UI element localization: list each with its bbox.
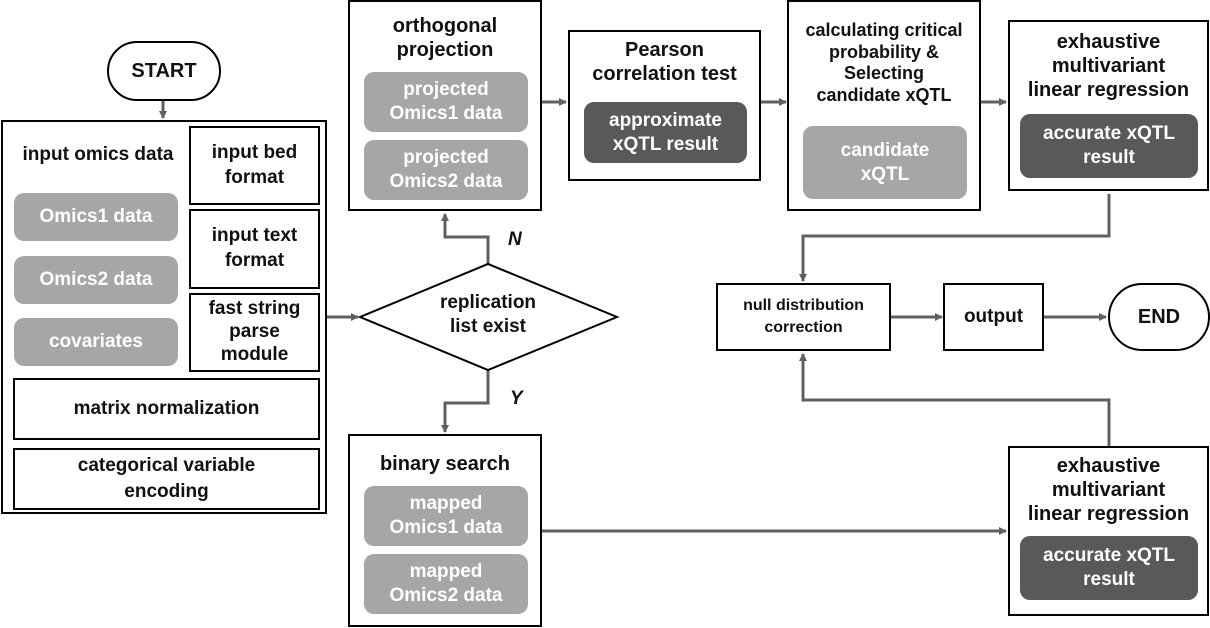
- regression-bottom-title: exhaustive multivariant linear regressio…: [1027, 455, 1190, 525]
- format-box-bed: input bed format: [189, 126, 320, 205]
- critical-probability-box: calculating critical probability & Selec…: [787, 0, 981, 211]
- regression-bottom-box: exhaustive multivariant linear regressio…: [1008, 446, 1209, 616]
- decision-no-label: N: [508, 229, 522, 250]
- end-terminal: END: [1108, 283, 1210, 351]
- start-terminal: START: [107, 41, 221, 101]
- binary-search-title: binary search: [379, 453, 511, 475]
- critical-probability-title: calculating critical probability & Selec…: [805, 20, 963, 105]
- end-label: END: [1137, 305, 1181, 328]
- decision-yes-label: Y: [510, 388, 523, 409]
- mapped-omics2: mapped Omics2 data: [364, 554, 528, 614]
- input-block-title: input omics data: [22, 144, 174, 165]
- format-box-fast-string: fast string parse module: [189, 293, 320, 372]
- format-box-text: input text format: [189, 209, 320, 289]
- approximate-xqtl-result: approximate xQTL result: [584, 102, 747, 163]
- pearson-box: Pearson correlation test approximate xQT…: [568, 30, 761, 181]
- mapped-omics1: mapped Omics1 data: [364, 486, 528, 546]
- orthogonal-projection-box: orthogonal projection projected Omics1 d…: [348, 0, 542, 211]
- projected-omics1: projected Omics1 data: [364, 72, 528, 132]
- categorical-encoding-label: categorical variable encoding: [77, 455, 256, 502]
- decision-label: replication list exist: [439, 292, 537, 337]
- matrix-normalization-box: matrix normalization: [13, 378, 320, 440]
- arrow-decision-no: [441, 213, 490, 264]
- categorical-encoding-box: categorical variable encoding: [13, 448, 320, 510]
- pearson-title: Pearson correlation test: [592, 39, 737, 85]
- format-box-fast-string-label: fast string parse module: [208, 298, 301, 365]
- format-box-bed-label: input bed format: [211, 141, 298, 188]
- orthogonal-projection-title: orthogonal projection: [392, 15, 498, 61]
- projected-omics2: projected Omics2 data: [364, 140, 528, 200]
- arrow-regression-bottom-to-null: [799, 353, 1111, 449]
- candidate-xqtl: candidate xQTL: [803, 126, 967, 199]
- null-correction-label: null distribution correction: [743, 296, 864, 336]
- arrow-decision-yes: [441, 370, 490, 433]
- regression-top-box: exhaustive multivariant linear regressio…: [1008, 20, 1209, 191]
- data-item-covariates: covariates: [14, 318, 178, 366]
- regression-top-title: exhaustive multivariant linear regressio…: [1027, 31, 1190, 101]
- start-label: START: [131, 59, 197, 82]
- binary-search-box: binary search mapped Omics1 data mapped …: [348, 434, 542, 627]
- data-item-omics1: Omics1 data: [14, 193, 178, 241]
- matrix-normalization-label: matrix normalization: [73, 398, 260, 419]
- output-box: output: [943, 283, 1044, 351]
- output-label: output: [963, 306, 1024, 327]
- data-item-omics2: Omics2 data: [14, 256, 178, 304]
- format-box-text-label: input text format: [211, 225, 298, 271]
- accurate-xqtl-result-bottom: accurate xQTL result: [1020, 536, 1198, 600]
- accurate-xqtl-result-top: accurate xQTL result: [1020, 114, 1198, 178]
- null-correction-box: null distribution correction: [716, 283, 891, 351]
- input-block: input omics data Omics1 data Omics2 data…: [1, 120, 327, 514]
